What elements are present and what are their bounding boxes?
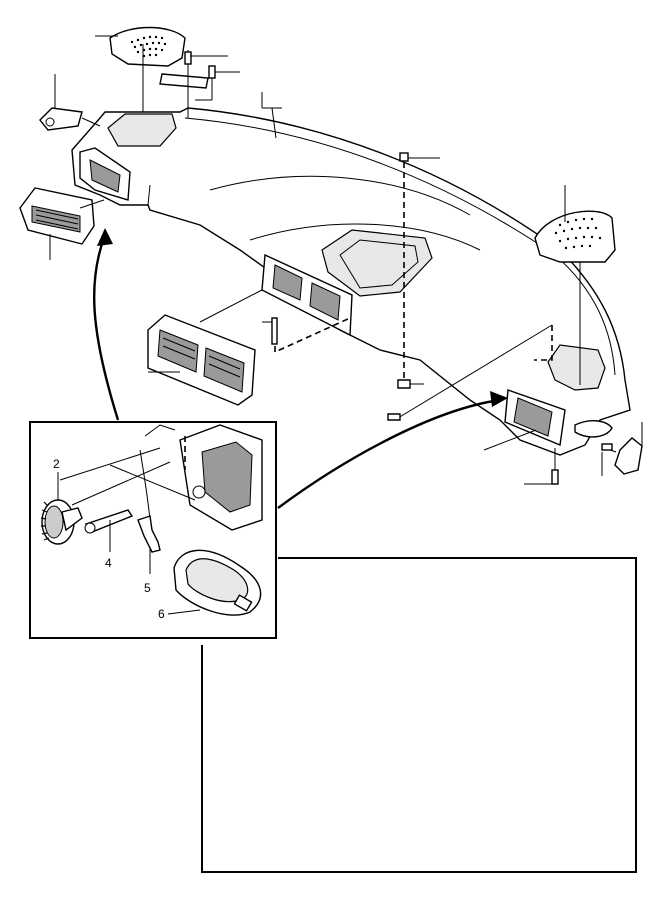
arrow-left-vent bbox=[92, 228, 120, 421]
left-air-vent bbox=[19, 187, 105, 260]
clip-bracket bbox=[142, 44, 240, 118]
left-side-cover bbox=[39, 74, 101, 131]
center-screw bbox=[262, 317, 351, 354]
right-dashed-leader bbox=[387, 324, 553, 421]
right-side-parts bbox=[483, 422, 643, 485]
callout-4: 4 bbox=[105, 556, 112, 570]
dashboard-panel bbox=[71, 107, 631, 456]
callout-5: 5 bbox=[144, 581, 151, 595]
part-6-vent-bezel bbox=[167, 549, 262, 616]
left-speaker-grille bbox=[95, 26, 186, 67]
right-speaker-grille bbox=[534, 185, 616, 385]
callout-6: 6 bbox=[158, 607, 165, 621]
part-5-lever bbox=[137, 515, 161, 574]
arrow-right-vent bbox=[277, 391, 508, 509]
empty-frame bbox=[201, 557, 637, 873]
center-air-vent bbox=[147, 289, 263, 406]
part-2-thumbwheel bbox=[40, 472, 83, 545]
top-center-screw bbox=[397, 152, 440, 389]
part-4-link bbox=[84, 509, 134, 552]
panel-leader bbox=[261, 92, 282, 139]
callout-2: 2 bbox=[53, 457, 60, 471]
